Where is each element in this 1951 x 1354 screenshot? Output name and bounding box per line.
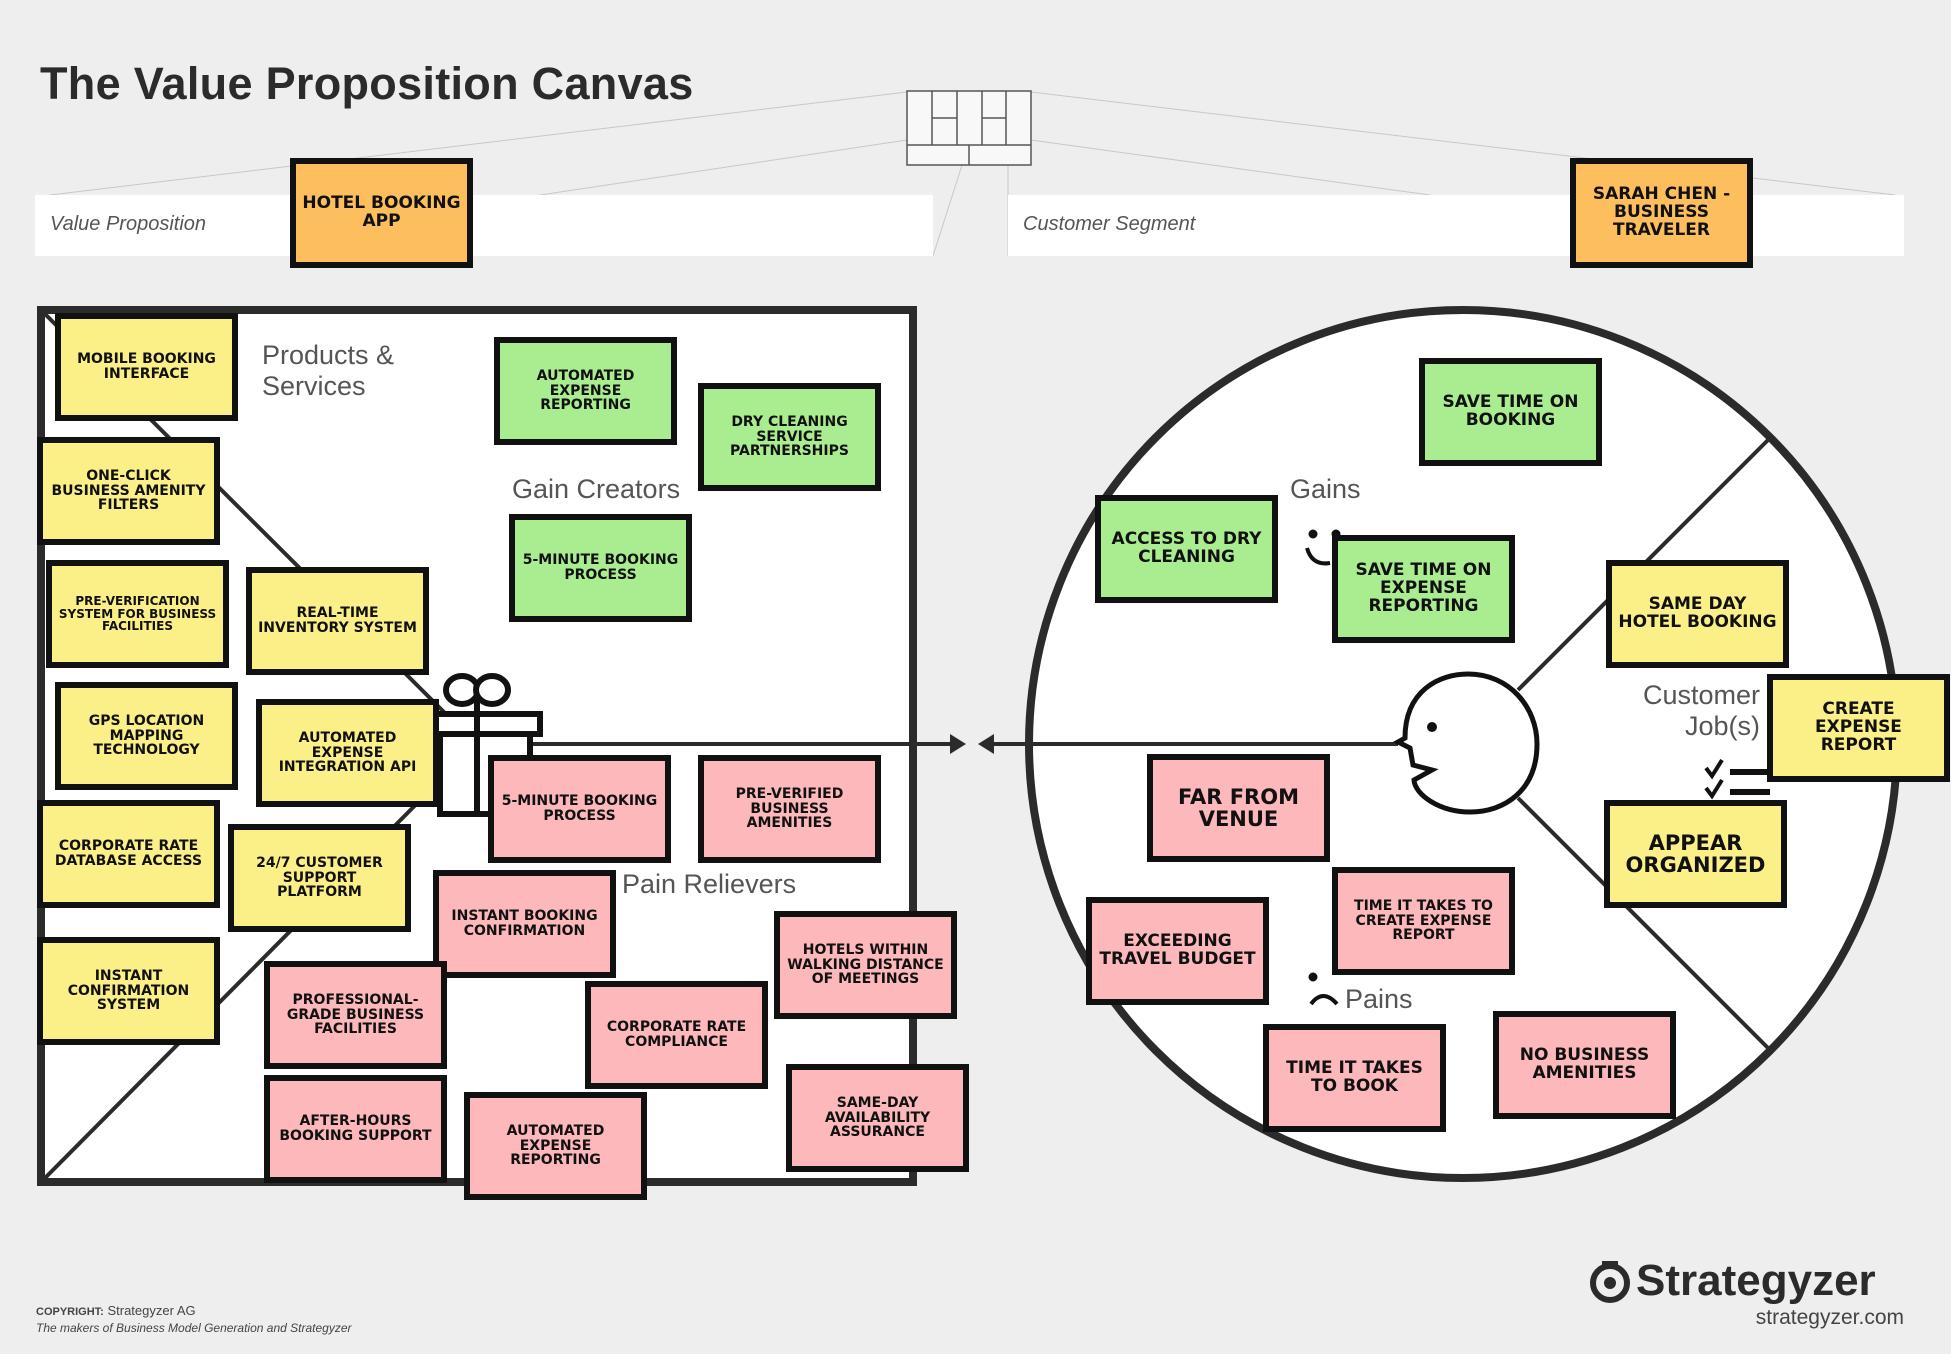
product-note[interactable]: 24/7 customer support platform <box>228 824 411 932</box>
pain-note[interactable]: Far from venue <box>1147 754 1330 862</box>
pain-reliever-note[interactable]: Instant booking confirmation <box>433 870 616 978</box>
job-note[interactable]: Same day hotel booking <box>1606 560 1789 668</box>
customer-face-icon <box>1392 671 1540 815</box>
pains-label: Pains <box>1345 984 1413 1014</box>
arrow-left-icon <box>978 734 994 754</box>
customer-jobs-label-line: Job(s) <box>1684 711 1760 741</box>
product-note[interactable]: Corporate rate database access <box>37 800 220 908</box>
copyright: COPYRIGHT: Strategyzer AG <box>36 1303 196 1318</box>
product-note[interactable]: GPS location mapping technology <box>55 682 238 790</box>
customer-segment-label: Customer Segment <box>1023 213 1196 235</box>
pain-reliever-note[interactable]: Automated expense reporting <box>464 1092 647 1200</box>
pain-reliever-note[interactable]: Hotels within walking distance of meetin… <box>774 911 957 1019</box>
canvas-thumbnail-icon <box>906 90 1032 166</box>
strategyzer-logo[interactable]: Strategyzer <box>1588 1256 1876 1306</box>
gain-creator-note[interactable]: Automated expense reporting <box>494 337 677 445</box>
pain-reliever-note[interactable]: Professional-grade business facilities <box>264 961 447 1069</box>
checklist-icon <box>1704 758 1770 800</box>
arrow-right-icon <box>950 734 966 754</box>
pain-reliever-note[interactable]: After-hours booking support <box>264 1075 447 1183</box>
gain-note[interactable]: Access to dry cleaning <box>1095 495 1278 603</box>
customer-jobs-label-line: Customer <box>1642 680 1760 710</box>
copyright-label: COPYRIGHT: <box>36 1306 104 1318</box>
product-note[interactable]: Automated expense integration API <box>256 699 439 807</box>
pain-reliever-note[interactable]: Corporate rate compliance <box>585 981 768 1089</box>
value-proposition-label: Value Proposition <box>50 213 207 235</box>
strategyzer-logo-text: Strategyzer <box>1636 1256 1876 1305</box>
product-note[interactable]: Mobile booking interface <box>55 313 238 421</box>
gain-creators-label: Gain Creators <box>512 474 681 504</box>
pain-note[interactable]: Exceeding travel budget <box>1086 897 1269 1005</box>
pain-note[interactable]: No business amenities <box>1493 1011 1676 1119</box>
customer-segment-strip: Customer Segment <box>1008 195 1904 256</box>
pain-reliever-note[interactable]: Same-day availability assurance <box>786 1064 969 1172</box>
job-note[interactable]: Create expense report <box>1767 674 1950 782</box>
products-services-label-line: Products & <box>262 340 395 370</box>
product-note[interactable]: One-click business amenity filters <box>37 437 220 545</box>
job-note[interactable]: Appear organized <box>1604 800 1787 908</box>
products-services-label: Products & Services <box>262 340 432 402</box>
products-services-label-line: Services <box>262 371 366 401</box>
customer-jobs-label: Customer Job(s) <box>1600 680 1760 742</box>
value-proposition-strip: Value Proposition <box>35 195 933 256</box>
product-note[interactable]: Real-time inventory system <box>246 567 429 675</box>
gain-creator-note[interactable]: 5-minute booking process <box>509 514 692 622</box>
gains-label: Gains <box>1290 474 1361 504</box>
customer-segment-note[interactable]: Sarah Chen - Business Traveler <box>1570 158 1753 268</box>
value-proposition-note[interactable]: Hotel Booking App <box>290 158 473 268</box>
tagline: The makers of Business Model Generation … <box>36 1321 352 1335</box>
gain-note[interactable]: Save time on expense reporting <box>1332 535 1515 643</box>
copyright-holder: Strategyzer AG <box>107 1303 196 1318</box>
pain-relievers-label: Pain Relievers <box>622 869 797 899</box>
product-note[interactable]: Instant confirmation system <box>37 937 220 1045</box>
frown-icon <box>1308 972 1339 1006</box>
pain-note[interactable]: Time it takes to book <box>1263 1024 1446 1132</box>
divider-line <box>43 742 478 1180</box>
pain-reliever-note[interactable]: Pre-verified business amenities <box>698 755 881 863</box>
page-title: The Value Proposition Canvas <box>40 58 694 109</box>
pain-note[interactable]: Time it takes to create expense report <box>1332 867 1515 975</box>
website-link[interactable]: strategyzer.com <box>1755 1306 1904 1329</box>
pain-reliever-note[interactable]: 5-minute booking process <box>488 755 671 863</box>
gain-creator-note[interactable]: Dry cleaning service partnerships <box>698 383 881 491</box>
product-note[interactable]: Pre-verification system for business fac… <box>46 560 229 668</box>
gain-note[interactable]: Save time on booking <box>1419 358 1602 466</box>
face-eye-icon <box>1427 722 1437 732</box>
strategyzer-logo-icon <box>1590 1261 1630 1303</box>
divider-line <box>1516 796 1772 1052</box>
